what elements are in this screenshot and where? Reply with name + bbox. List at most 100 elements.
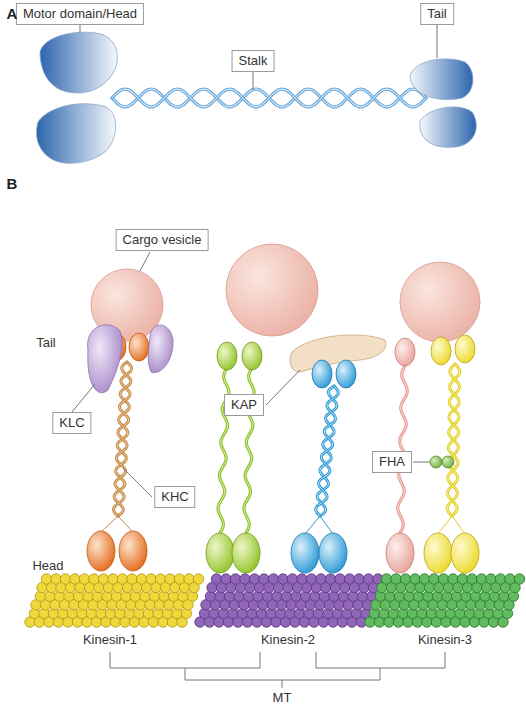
stalk-helix [112,89,426,107]
motor-stalk [316,386,338,516]
box-text: KAP [231,397,257,413]
label-box: Cargo vesicle [116,229,209,251]
motor-head [37,104,116,163]
label-box: Tail [420,3,454,25]
bracket-line [380,668,381,680]
tubulin-subunit [287,574,297,584]
label-box: Motor domain/Head [16,3,144,25]
leader-line [253,71,254,90]
leader-line [123,468,152,497]
tubulin-subunit [486,574,496,584]
tubulin-subunit [146,574,156,584]
box-text: KLC [59,415,84,431]
neck-linker [118,516,133,532]
text-label: Head [32,558,63,574]
tubulin-subunit [193,574,203,584]
motor-head [119,531,147,571]
box-text: KHC [161,489,188,505]
tail-domain [455,335,475,363]
microtubule-lattice [195,574,383,627]
text-label: MT [273,690,292,706]
tubulin-subunit [98,574,108,584]
motor-head [87,531,115,571]
tubulin-subunit [51,574,61,584]
bracket-line [260,652,261,668]
motor-stalk [244,368,254,533]
tubulin-subunit [514,574,524,584]
microtubule-lattice [365,574,525,627]
motor-stalk [316,386,338,516]
tubulin-subunit [259,574,269,584]
tail-domain [129,333,149,361]
tubulin-subunit [429,574,439,584]
tubulin-subunit [505,574,515,584]
label-box: KLC [52,412,91,434]
motor-stalk [244,368,254,533]
tubulin-subunit [297,574,307,584]
motor-head [206,533,234,573]
tubulin-subunit [240,574,250,584]
khc-stalk [114,362,131,516]
tubulin-subunit [316,574,326,584]
motor-stalk [218,368,229,533]
tubulin-subunit [136,574,146,584]
motor-head [386,533,414,573]
text-label: Kinesin-2 [261,632,315,648]
text-label: A [7,6,18,22]
tubulin-subunit [363,574,373,584]
tubulin-subunit [344,574,354,584]
light-chain [88,325,122,393]
bracket-line [445,652,446,668]
tail-domain [336,360,356,388]
tubulin-subunit [165,574,175,584]
label-box: KHC [154,486,195,508]
tubulin-subunit [381,574,391,584]
tubulin-subunit [335,574,345,584]
tubulin-subunit [306,574,316,584]
tubulin-subunit [467,574,477,584]
text-label: Tail [36,335,56,351]
tubulin-subunit [448,574,458,584]
bracket-line [316,652,317,668]
label-box: Stalk [232,50,275,72]
tubulin-subunit [457,574,467,584]
tubulin-subunit [476,574,486,584]
text-label: Kinesin-3 [418,632,472,648]
tubulin-subunit [268,574,278,584]
label-box: FHA [372,451,412,473]
motor-stalk [447,364,460,516]
tubulin-subunit [354,574,364,584]
motor-stalk [448,364,460,516]
bracket-line [110,652,111,668]
tubulin-subunit [419,574,429,584]
motor-head [451,533,479,573]
neck-linker [320,516,333,534]
tubulin-subunit [70,574,80,584]
text-label: B [7,176,18,192]
stalk-helix [112,89,426,107]
tubulin-subunit [60,574,70,584]
neck-linker [101,516,118,532]
neck-linker [452,516,465,534]
bracket-line [185,668,186,680]
box-text: Motor domain/Head [23,6,137,22]
motor-head [424,533,452,573]
motor-stalk [398,366,407,533]
motor-stalk [448,364,460,516]
motor-head [291,533,319,573]
khc-stalk [113,362,131,516]
tubulin-subunit [41,574,51,584]
tail-domain [312,360,332,388]
tail-domain [410,59,473,100]
box-text: Stalk [239,53,268,69]
tubulin-subunit [278,574,288,584]
motor-head [319,533,347,573]
microtubule-lattice [25,574,204,627]
leader-line [80,25,81,33]
leader-line [437,25,438,58]
leader-line [72,384,95,412]
leader-line [140,252,150,271]
tubulin-subunit [495,574,505,584]
tubulin-subunit [410,574,420,584]
tubulin-subunit [117,574,127,584]
